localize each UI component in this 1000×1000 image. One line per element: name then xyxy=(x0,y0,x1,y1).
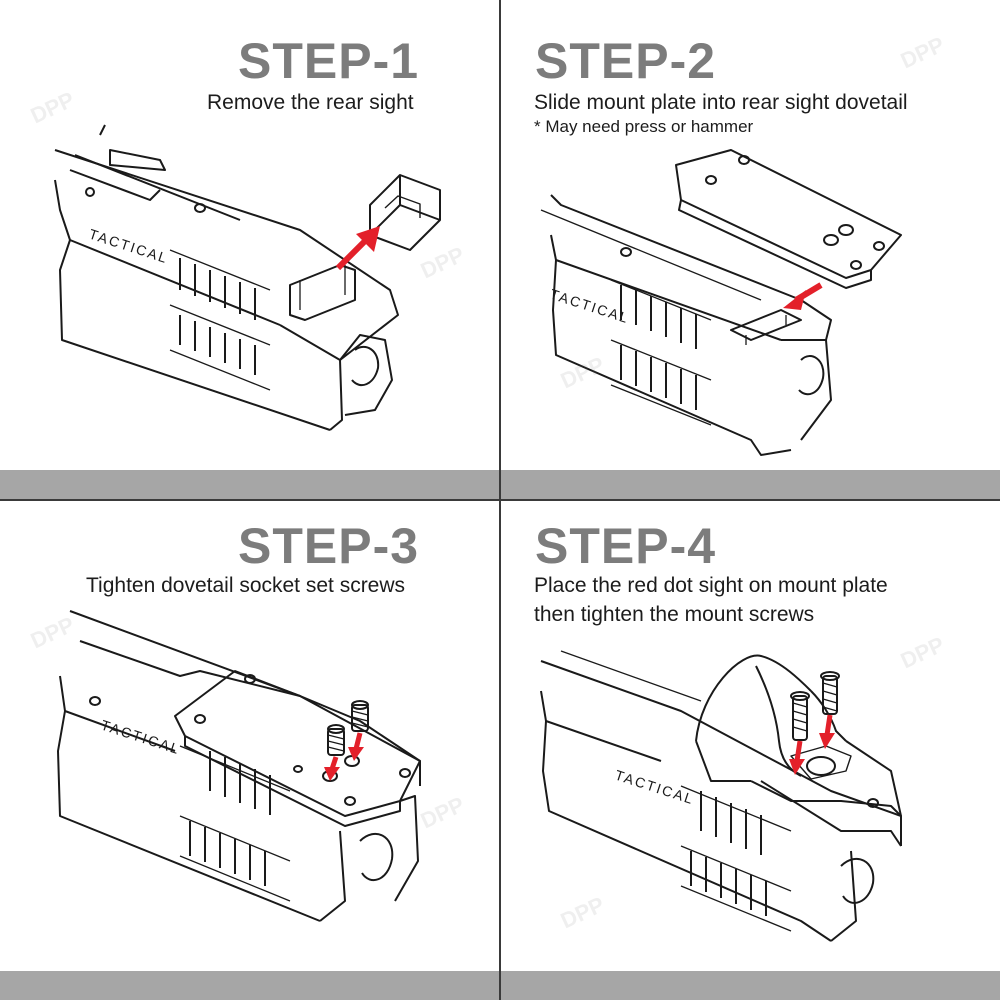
red-arrow-head xyxy=(356,226,380,252)
red-arrow-4b xyxy=(824,714,833,736)
step-1-panel: STEP-1 Remove the rear sight xyxy=(0,0,499,499)
step-1-band xyxy=(0,470,499,499)
step-4-line-1: Place the red dot sight on mount plate xyxy=(534,574,888,597)
red-arrow-4a xyxy=(794,740,803,762)
red-arrow-3b xyxy=(353,732,363,750)
step-2-illustration: TACTICAL xyxy=(540,149,902,456)
red-arrow xyxy=(335,235,371,271)
step-4-title: STEP-4 xyxy=(535,518,717,574)
step-1-illustration: TACTICAL xyxy=(54,124,441,431)
horizontal-divider xyxy=(0,499,1000,501)
step-2-note: * May need press or hammer xyxy=(534,117,754,136)
step-3-panel: STEP-3 Tighten dovetail socket set screw… xyxy=(0,501,499,1000)
red-arrow-3a-head xyxy=(324,767,340,781)
slide-marking-2: TACTICAL xyxy=(548,286,632,327)
step-3-illustration: TACTICAL xyxy=(57,610,421,922)
red-arrow-2-head xyxy=(783,290,806,310)
red-arrow-4a-head xyxy=(789,759,805,775)
step-2-band xyxy=(501,470,1000,499)
step-3-band xyxy=(0,971,499,1000)
red-arrow-4b-head xyxy=(819,733,835,749)
step-1-text: Remove the rear sight xyxy=(207,91,414,114)
step-4-illustration: TACTICAL xyxy=(540,650,902,942)
step-2-panel: STEP-2 Slide mount plate into rear sight… xyxy=(501,0,1000,499)
step-1-title: STEP-1 xyxy=(238,33,420,89)
step-4-line-2: then tighten the mount screws xyxy=(534,603,815,626)
slide-marking-3: TACTICAL xyxy=(99,717,183,758)
step-2-title: STEP-2 xyxy=(535,33,717,89)
step-3-text: Tighten dovetail socket set screws xyxy=(86,574,406,597)
red-arrow-3b-head xyxy=(348,747,364,761)
step-2-text: Slide mount plate into rear sight doveta… xyxy=(534,91,908,114)
step-4-band xyxy=(501,971,1000,1000)
step-3-title: STEP-3 xyxy=(238,518,420,574)
step-4-panel: STEP-4 Place the red dot sight on mount … xyxy=(501,501,1000,1000)
slide-marking: TACTICAL xyxy=(87,226,171,267)
